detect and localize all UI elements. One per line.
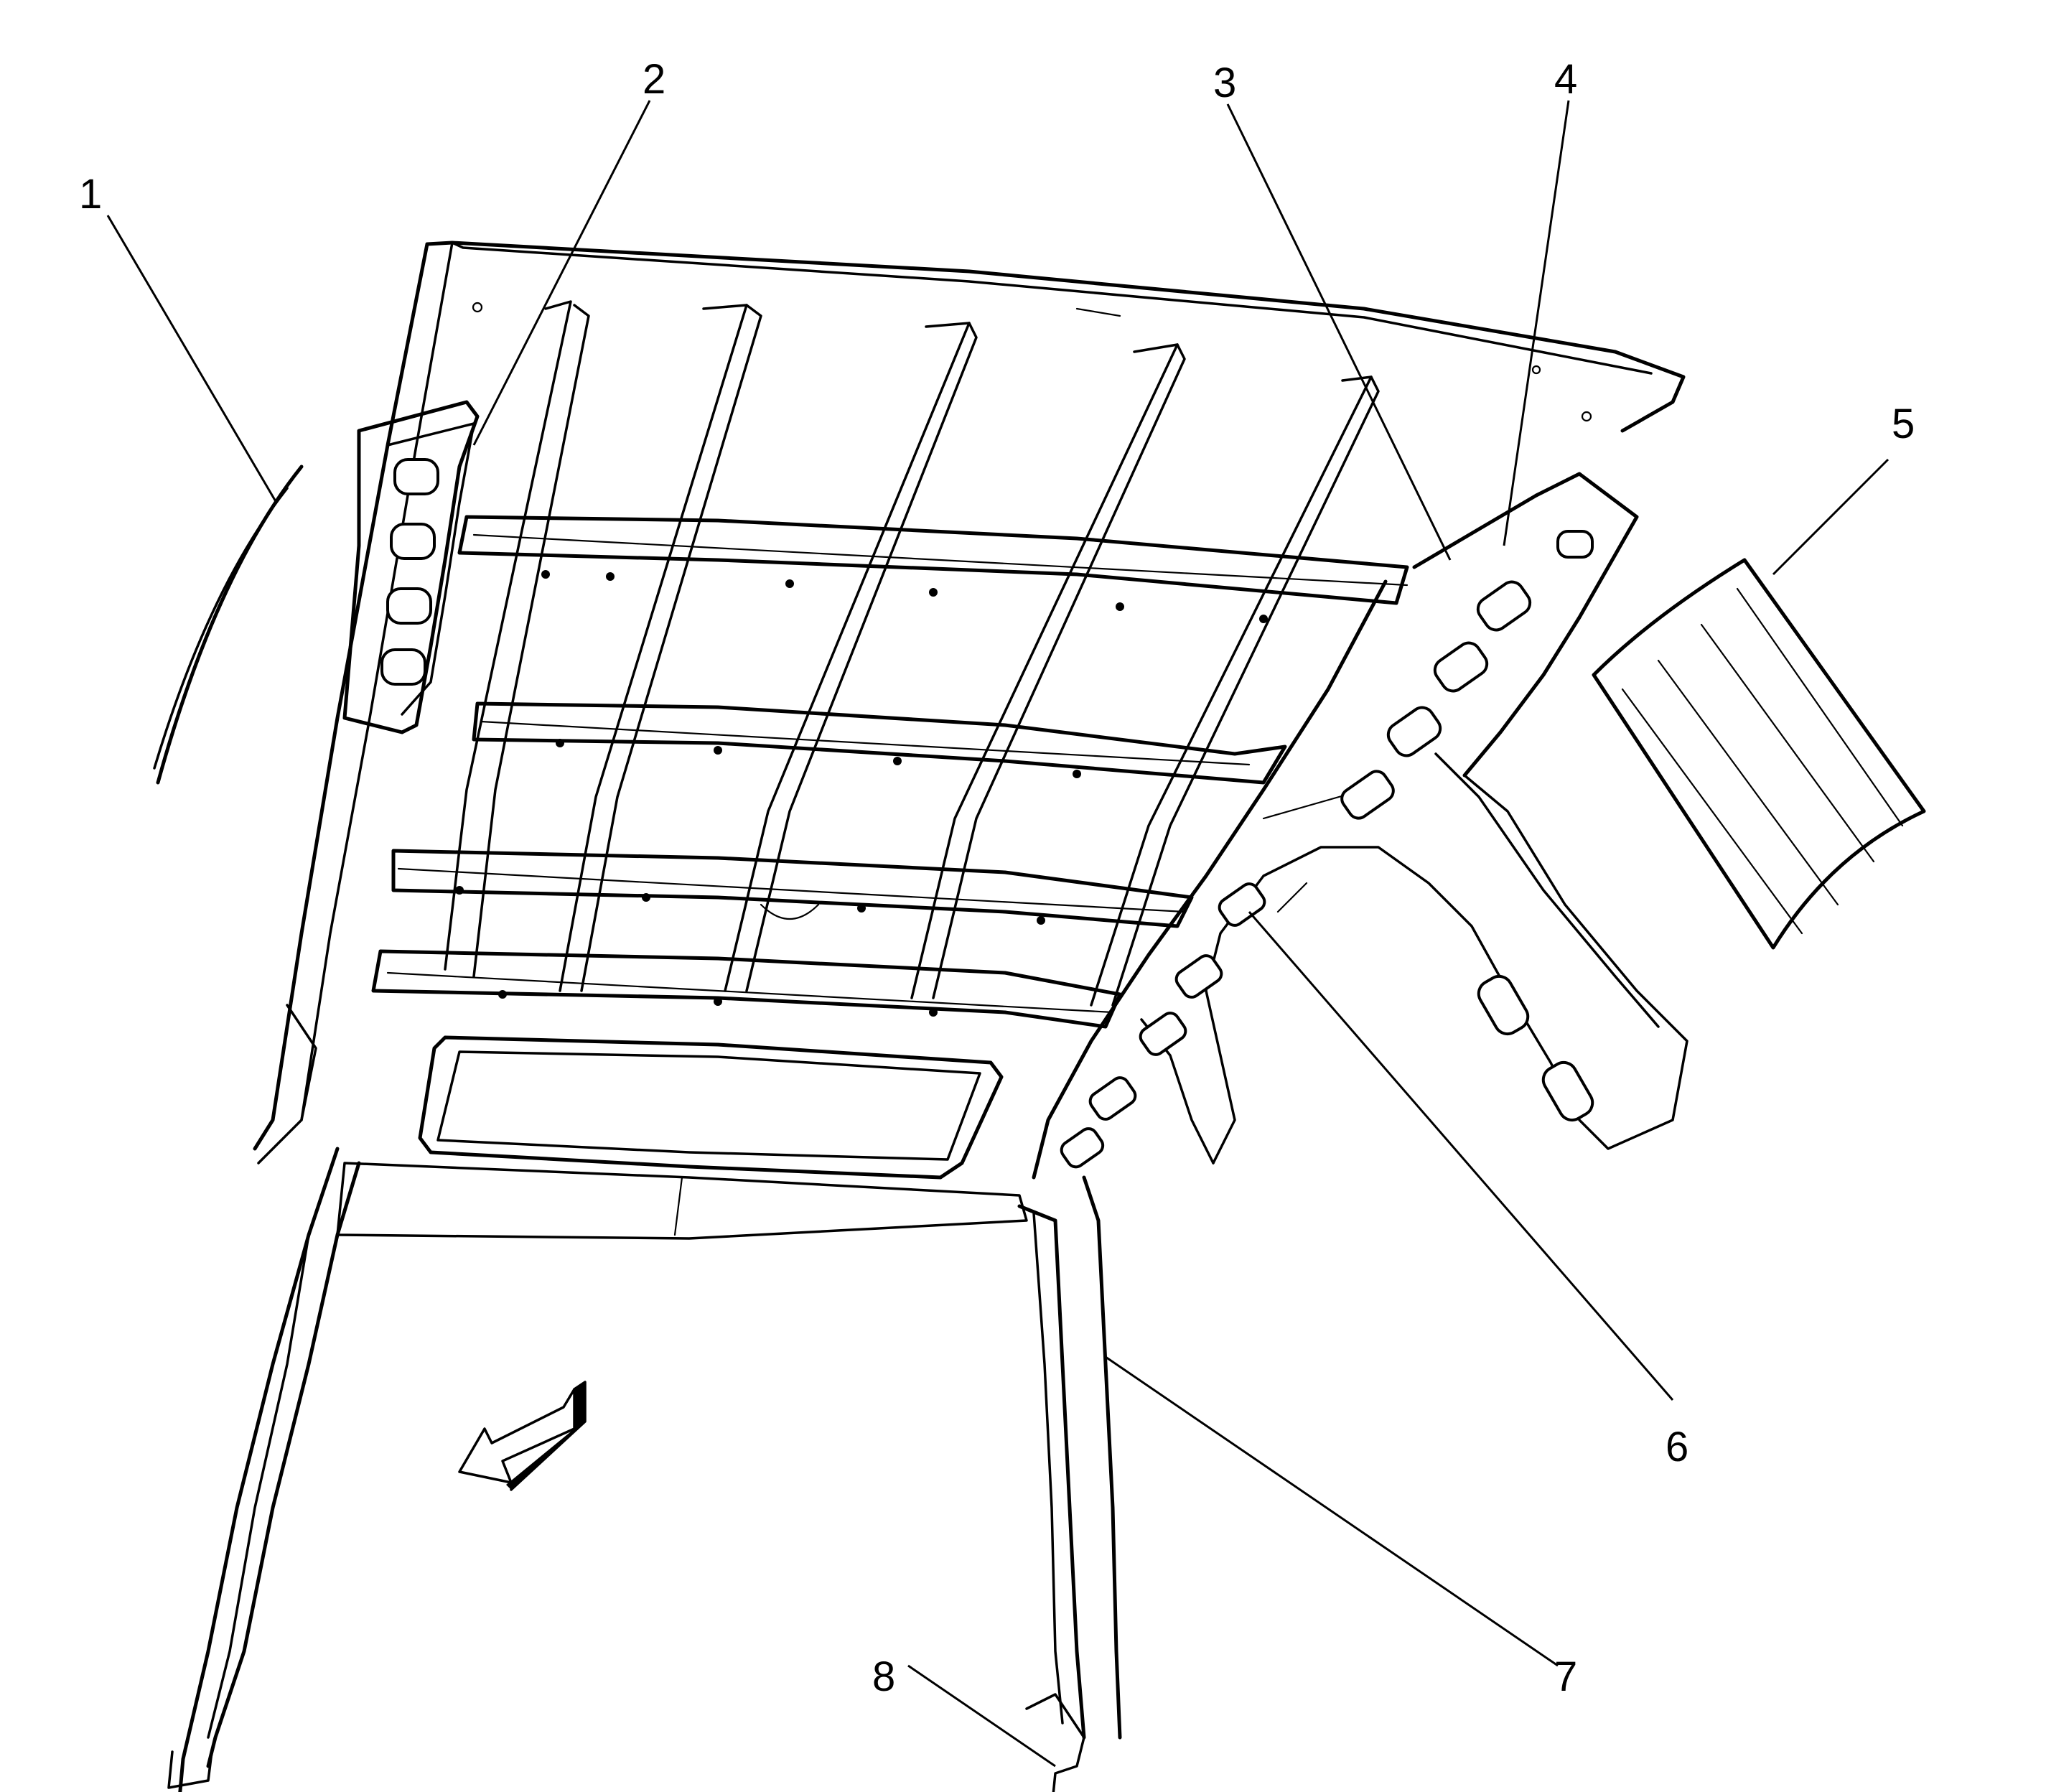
- sunroof-opening: [336, 1035, 1028, 1240]
- left-side-rail: [167, 1004, 361, 1792]
- callout-6: 6: [1666, 1424, 1688, 1470]
- leader-lines: [106, 100, 1889, 1768]
- callout-7: 7: [1554, 1653, 1577, 1700]
- cross-bow-holes: [455, 570, 1268, 1017]
- left-reinforcement: [342, 400, 480, 734]
- cross-bows: [371, 515, 1409, 1029]
- right-side-filler: [1592, 558, 1926, 950]
- callout-1: 1: [79, 171, 102, 218]
- left-side-filler: [153, 465, 304, 785]
- callout-3: 3: [1213, 60, 1236, 106]
- forward-direction-arrow-icon: [458, 1381, 587, 1491]
- callout-2: 2: [643, 56, 665, 103]
- roof-panel: [253, 241, 1686, 1151]
- right-side-rail: [1017, 1175, 1122, 1792]
- callout-8: 8: [872, 1653, 895, 1700]
- callout-5: 5: [1892, 401, 1915, 447]
- callout-labels: 1 2 3 4 5 6 7 8: [79, 56, 1915, 1700]
- b-pillar-cutouts: [1060, 530, 1594, 1169]
- callout-4: 4: [1554, 56, 1577, 103]
